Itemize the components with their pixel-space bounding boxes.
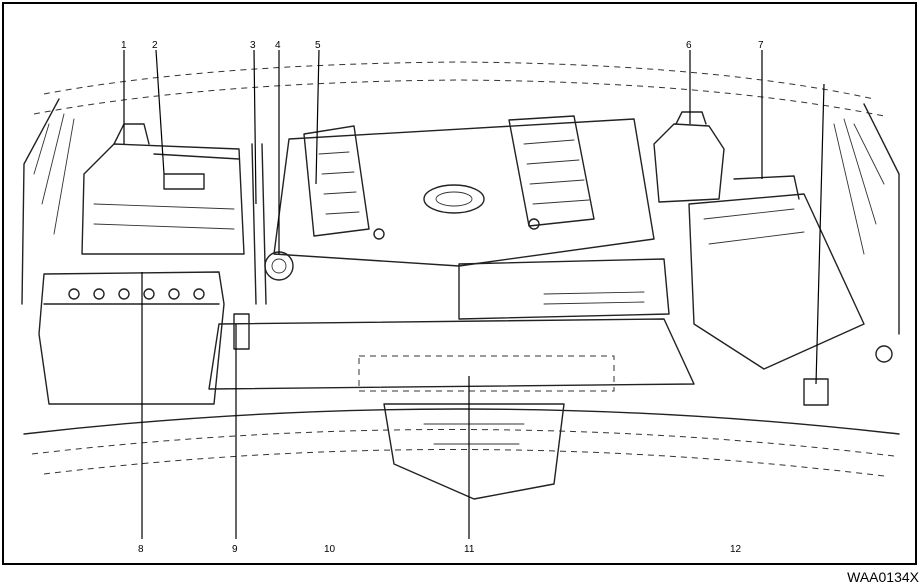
brake-fluid-reservoir — [653, 111, 725, 203]
callout-2: 2 — [152, 40, 158, 51]
callout-1: 1 — [121, 40, 127, 51]
leader-lines — [123, 49, 825, 539]
callout-labels: 1 2 3 4 5 6 7 8 9 10 11 12 — [121, 40, 764, 555]
engine-cover — [273, 115, 655, 267]
callout-10: 10 — [324, 544, 336, 555]
hood-outline — [21, 61, 900, 477]
oil-filler-cap — [251, 143, 294, 305]
callout-8: 8 — [138, 544, 144, 555]
callout-7: 7 — [758, 40, 764, 51]
diagram-frame: 1 2 3 4 5 6 7 8 9 10 11 12 — [2, 2, 917, 565]
engine-compartment-illustration: 1 2 3 4 5 6 7 8 9 10 11 12 — [21, 40, 900, 555]
callout-6: 6 — [686, 40, 692, 51]
figure-code: WAA0134X — [847, 569, 919, 585]
battery — [38, 271, 225, 405]
callout-5: 5 — [315, 40, 321, 51]
callout-12: 12 — [730, 544, 742, 555]
callout-3: 3 — [250, 40, 256, 51]
callout-4: 4 — [275, 40, 281, 51]
callout-11: 11 — [464, 544, 475, 555]
callout-9: 9 — [232, 544, 238, 555]
fuse-box-and-reservoir — [81, 123, 245, 255]
air-cleaner — [688, 175, 865, 370]
radiator-support — [208, 258, 695, 500]
